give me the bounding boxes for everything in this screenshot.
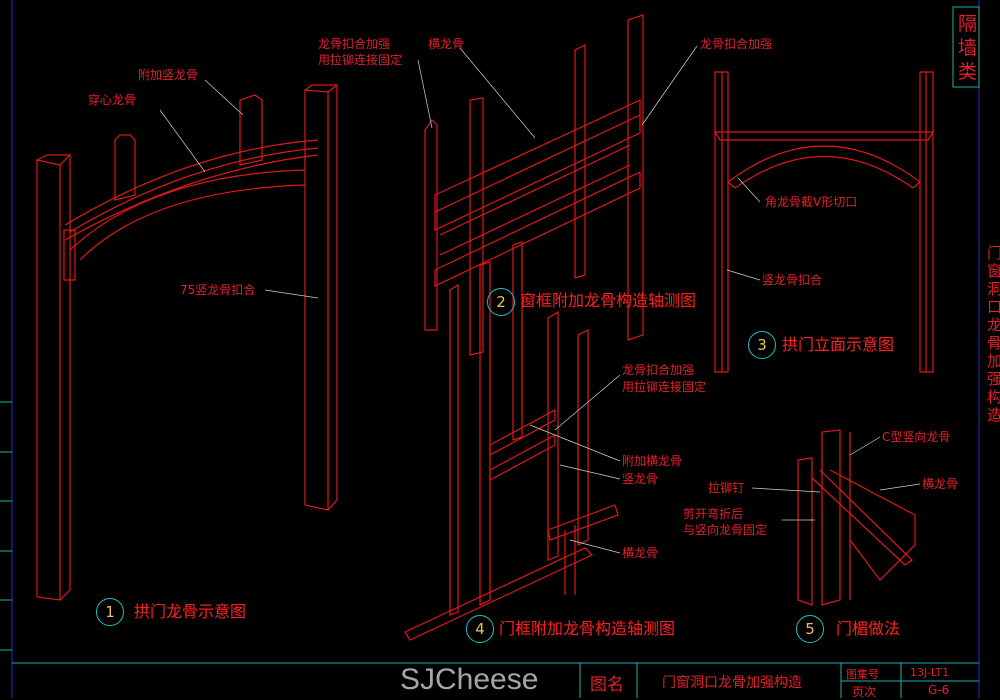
caption-5: 门楣做法 <box>836 619 901 638</box>
drawing-5-lintel-detail <box>797 429 916 606</box>
category-label: 隔墙类 <box>958 13 978 83</box>
atlas-label: 图集号 <box>846 668 879 681</box>
caption-4: 门框附加龙骨构造轴测图 <box>499 619 676 638</box>
label-rivet-fix: 用拉铆连接固定 <box>318 53 403 67</box>
atlas-value: 13J-LT1 <box>910 666 950 679</box>
watermark: SJCheese <box>400 663 539 696</box>
leader-lines <box>159 45 921 554</box>
title-name-label: 图名 <box>590 675 624 695</box>
drawing-3-arch-elevation <box>713 71 935 373</box>
drawing-number-5: 5 <box>796 615 824 643</box>
label-through-keel: 穿心龙骨 <box>88 93 137 107</box>
title-name-value: 门窗洞口龙骨加强构造 <box>662 675 802 691</box>
label-cross-keel: 横龙骨 <box>428 37 465 51</box>
label-v-cut: 角龙骨截V形切口 <box>765 195 858 209</box>
label-75-stud: 75竖龙骨扣合 <box>180 283 256 297</box>
drawing-number-1: 1 <box>96 598 124 626</box>
caption-2: 窗框附加龙骨构造轴测图 <box>520 291 697 310</box>
label-reinforce: 龙骨扣合加强 <box>318 37 391 51</box>
page-label: 页次 <box>852 685 877 699</box>
label-fix-to-stud: 与竖向龙骨固定 <box>683 523 768 537</box>
label-rivet: 拉铆钉 <box>708 481 745 495</box>
drawing-frame <box>0 0 980 698</box>
caption-1: 拱门龙骨示意图 <box>134 602 247 621</box>
label-additional-cross: 附加横龙骨 <box>622 454 683 468</box>
label-reinforce-4: 龙骨扣合加强 <box>622 363 695 377</box>
drawing-number-4: 4 <box>466 615 494 643</box>
drawing-number-2: 2 <box>487 288 515 316</box>
drawing-1-arch-frame <box>36 83 338 601</box>
page-value: G-6 <box>928 683 950 697</box>
label-c-stud: C型竖向龙骨 <box>882 430 951 444</box>
label-stud: 竖龙骨 <box>622 472 659 486</box>
drawing-4-door-frame <box>404 241 619 641</box>
label-additional-stud: 附加竖龙骨 <box>138 68 199 82</box>
label-cross-keel-4: 横龙骨 <box>622 546 659 560</box>
label-stud-fasten: 竖龙骨扣合 <box>762 273 823 287</box>
label-reinforce-2: 龙骨扣合加强 <box>700 37 773 51</box>
caption-3: 拱门立面示意图 <box>782 335 895 354</box>
label-cut-bend: 剪开弯折后 <box>683 507 744 521</box>
drawing-number-3: 3 <box>748 331 776 359</box>
side-title: 门窗洞口龙骨加强构造 <box>987 244 1000 424</box>
label-rivet-fix-4: 用拉铆连接固定 <box>622 380 707 394</box>
label-cross-keel-5: 横龙骨 <box>922 477 959 491</box>
